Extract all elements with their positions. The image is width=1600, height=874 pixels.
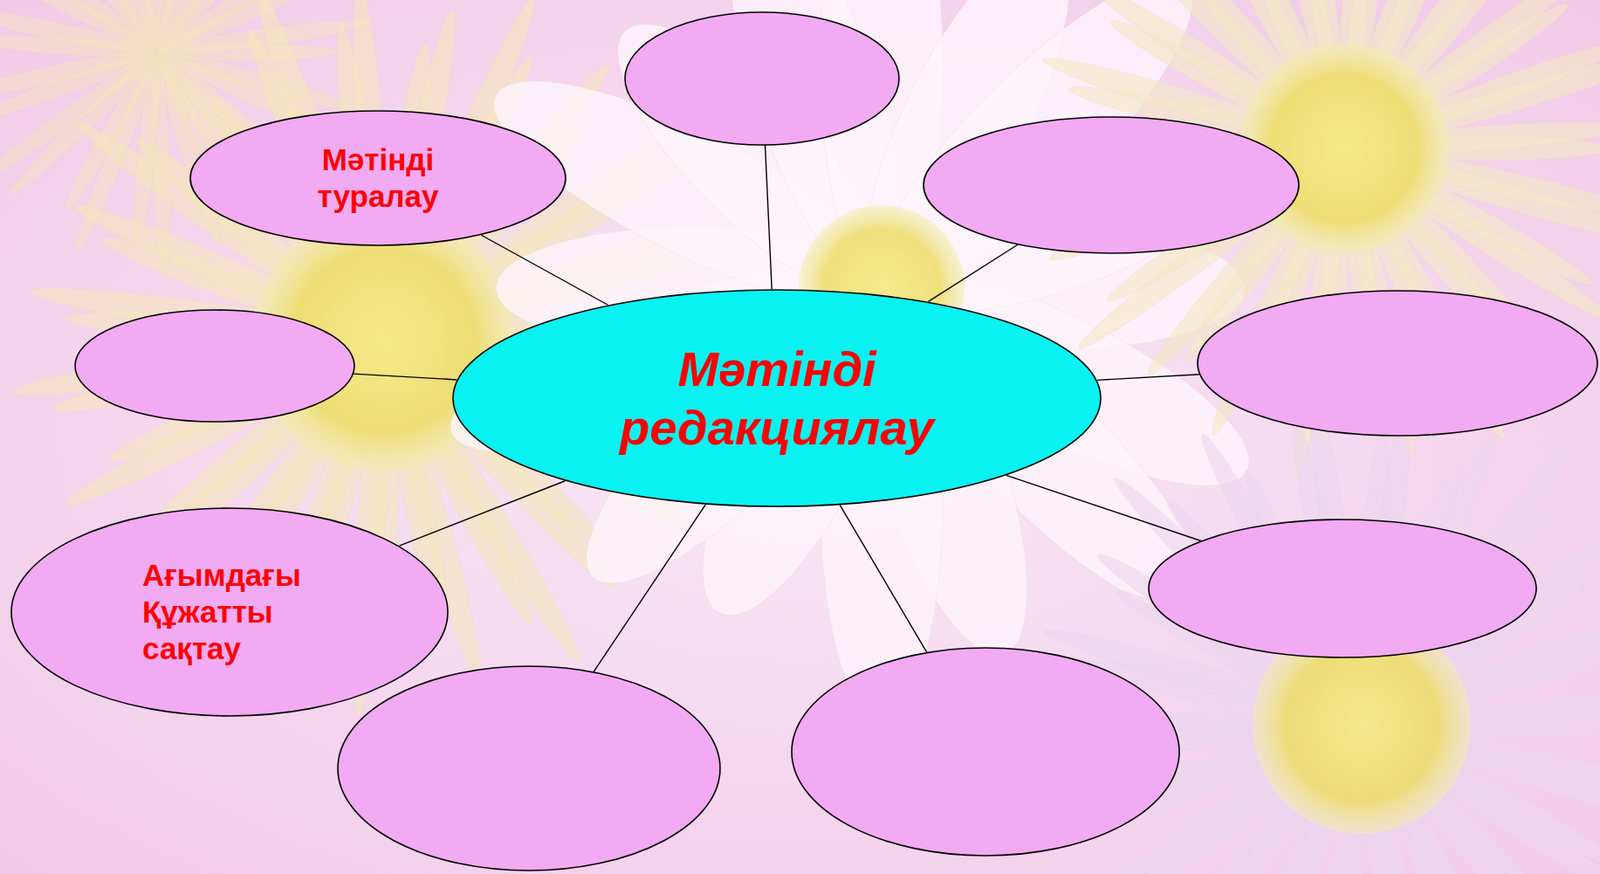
leader-line — [765, 144, 773, 289]
ellipse-shape — [453, 289, 1101, 507]
ellipse-outline — [189, 109, 567, 247]
ellipse-shape — [11, 508, 448, 716]
leader-line — [352, 373, 457, 380]
blank-ellipse — [791, 647, 1180, 856]
leader-line — [928, 244, 1019, 303]
leader-line — [593, 504, 707, 673]
ellipse-shape — [190, 110, 566, 246]
ellipse-node: Ағымдағы Құжатты сақтау — [10, 507, 449, 717]
ellipse-node: Мәтінді редакциялау — [452, 288, 1102, 508]
leader-line — [1097, 374, 1201, 381]
ellipse-outline — [452, 288, 1102, 508]
leader-line — [839, 505, 928, 653]
connector-line — [480, 234, 608, 305]
node-label: Мәтінді туралау — [302, 141, 455, 215]
node-label: Ағымдағы Құжатты сақтау — [142, 556, 317, 667]
blank-ellipse — [337, 666, 721, 871]
blank-ellipse — [75, 309, 355, 422]
ellipse-node: Мәтінді туралау — [189, 109, 567, 247]
blank-ellipse — [923, 116, 1299, 254]
leader-line — [1006, 474, 1202, 541]
blank-ellipse — [624, 12, 900, 145]
node-label: Мәтінді редакциялау — [549, 339, 1004, 457]
blank-ellipse — [1148, 519, 1537, 658]
connector-line — [398, 480, 565, 546]
blank-ellipses — [75, 12, 1598, 871]
blank-ellipse — [1197, 290, 1598, 436]
